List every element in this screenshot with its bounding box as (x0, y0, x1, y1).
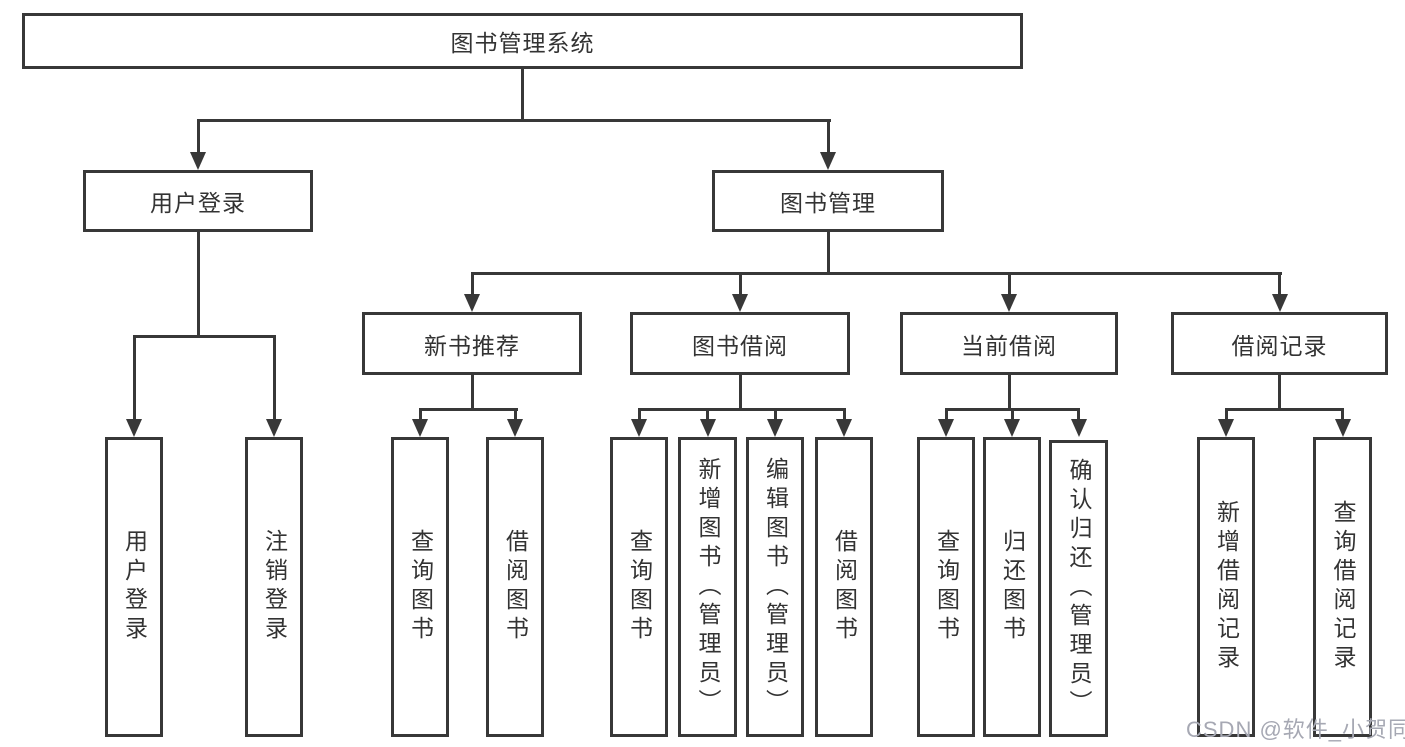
connector-line (944, 408, 948, 421)
node-book-management-label: 图书管理 (780, 190, 876, 216)
leaf-query-books-current-label: 查询图书 (933, 529, 960, 645)
connector-line (418, 408, 422, 421)
connector-line (773, 408, 777, 421)
arrow-down-icon (412, 419, 428, 437)
connector-line (1010, 408, 1014, 421)
leaf-return-book: 归还图书 (983, 437, 1041, 737)
leaf-borrow-books: 借阅图书 (815, 437, 873, 737)
arrow-down-icon (507, 419, 523, 437)
node-current-borrowing: 当前借阅 (900, 312, 1118, 375)
arrow-down-icon (1070, 419, 1087, 437)
arrow-down-icon (1004, 419, 1020, 437)
leaf-edit-book-admin-label: 编辑图书（管理员） (762, 456, 789, 718)
leaf-query-borrow-record: 查询借阅记录 (1313, 437, 1372, 737)
arrow-down-icon (836, 419, 852, 437)
leaf-add-borrow-record-label: 新增借阅记录 (1213, 500, 1240, 674)
connector-line (132, 335, 136, 421)
leaf-user-login: 用户登录 (105, 437, 163, 737)
leaf-query-books-borrowing-label: 查询图书 (626, 529, 653, 645)
arrow-down-icon (1001, 294, 1017, 312)
node-new-book-recommend-label: 新书推荐 (424, 332, 520, 359)
leaf-query-borrow-record-label: 查询借阅记录 (1330, 500, 1356, 674)
arrow-down-icon (126, 419, 142, 437)
arrow-down-icon (699, 419, 716, 437)
node-borrowing-records-label: 借阅记录 (1231, 332, 1328, 359)
connector-line (521, 69, 524, 120)
connector-line (738, 375, 742, 409)
leaf-add-book-admin: 新增图书（管理员） (678, 437, 737, 737)
connector-line (272, 335, 276, 421)
connector-line (196, 119, 831, 122)
leaf-borrow-books-recommend-label: 借阅图书 (502, 529, 529, 645)
connector-line (196, 119, 200, 155)
connector-line (1278, 272, 1281, 296)
connector-line (470, 272, 474, 296)
connector-line (470, 375, 474, 409)
arrow-down-icon (767, 419, 783, 437)
leaf-query-books-borrowing: 查询图书 (610, 437, 668, 737)
arrow-down-icon (631, 419, 647, 437)
connector-line (1224, 408, 1344, 411)
connector-line (418, 408, 518, 411)
connector-line (826, 119, 830, 155)
connector-line (1278, 375, 1281, 409)
connector-line (637, 408, 641, 421)
node-current-borrowing-label: 当前借阅 (961, 332, 1057, 359)
arrow-down-icon (732, 294, 748, 312)
connector-line (1077, 408, 1080, 421)
csdn-watermark: CSDN @软件_小贺同学 (1186, 717, 1405, 742)
connector-line (1341, 408, 1344, 421)
leaf-return-book-label: 归还图书 (999, 529, 1026, 645)
connector-line (637, 408, 846, 411)
leaf-logout-label: 注销登录 (261, 529, 288, 645)
leaf-add-book-admin-label: 新增图书（管理员） (695, 456, 721, 718)
leaf-query-books-recommend: 查询图书 (391, 437, 449, 737)
leaf-add-borrow-record: 新增借阅记录 (1197, 437, 1255, 737)
arrow-down-icon (190, 152, 206, 170)
node-borrowing-records: 借阅记录 (1171, 312, 1388, 375)
connector-line (842, 408, 846, 421)
arrow-down-icon (938, 419, 954, 437)
connector-line (132, 335, 276, 338)
node-root: 图书管理系统 (22, 13, 1023, 69)
node-book-borrowing-label: 图书借阅 (692, 332, 788, 359)
connector-line (513, 408, 517, 421)
arrow-down-icon (266, 419, 282, 437)
arrow-down-icon (1218, 419, 1234, 437)
connector-line (1007, 272, 1011, 296)
connector-line (706, 408, 709, 421)
node-root-label: 图书管理系统 (450, 30, 595, 56)
leaf-query-books-current: 查询图书 (917, 437, 975, 737)
node-user-login-label: 用户登录 (150, 190, 246, 216)
arrow-down-icon (464, 294, 480, 312)
node-book-borrowing: 图书借阅 (630, 312, 850, 375)
node-new-book-recommend: 新书推荐 (362, 312, 582, 375)
leaf-confirm-return-admin-label: 确认归还（管理员） (1066, 458, 1092, 719)
connector-line (738, 272, 742, 296)
leaf-logout: 注销登录 (245, 437, 303, 737)
leaf-borrow-books-label: 借阅图书 (831, 529, 858, 645)
leaf-confirm-return-admin: 确认归还（管理员） (1049, 440, 1108, 737)
arrow-down-icon (1271, 294, 1288, 312)
connector-line (826, 232, 830, 274)
arrow-down-icon (1334, 419, 1351, 437)
node-user-login: 用户登录 (83, 170, 313, 232)
connector-line (196, 232, 200, 336)
connector-line (1224, 408, 1228, 421)
connector-line (470, 272, 1282, 275)
node-book-management: 图书管理 (712, 170, 944, 232)
leaf-user-login-label: 用户登录 (121, 529, 148, 645)
leaf-query-books-recommend-label: 查询图书 (407, 529, 434, 645)
leaf-borrow-books-recommend: 借阅图书 (486, 437, 544, 737)
connector-line (1007, 375, 1011, 409)
arrow-down-icon (820, 152, 836, 170)
leaf-edit-book-admin: 编辑图书（管理员） (746, 437, 804, 737)
